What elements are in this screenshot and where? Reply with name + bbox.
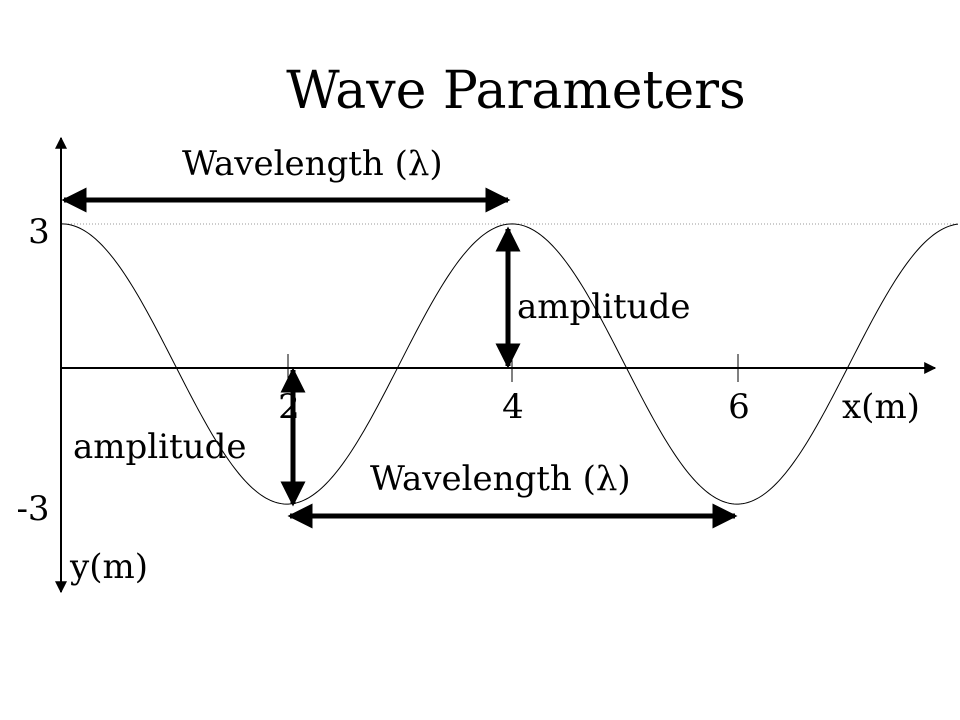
wavelength-label-top: Wavelength (λ) [182, 144, 443, 184]
wave-curve [61, 223, 959, 505]
x-tick-label-4: 4 [502, 387, 524, 427]
y-tick-label-3: 3 [28, 212, 50, 252]
amplitude-label-right: amplitude [517, 287, 690, 327]
y-axis-label: y(m) [69, 547, 148, 587]
x-axis-label: x(m) [842, 387, 920, 427]
amplitude-label-left: amplitude [73, 427, 246, 467]
diagram-title: Wave Parameters [286, 61, 745, 121]
wavelength-label-bottom: Wavelength (λ) [370, 459, 631, 499]
x-tick-label-6: 6 [728, 387, 750, 427]
x-tick-label-2: 2 [278, 387, 300, 427]
y-tick-label-neg3: -3 [16, 489, 49, 529]
